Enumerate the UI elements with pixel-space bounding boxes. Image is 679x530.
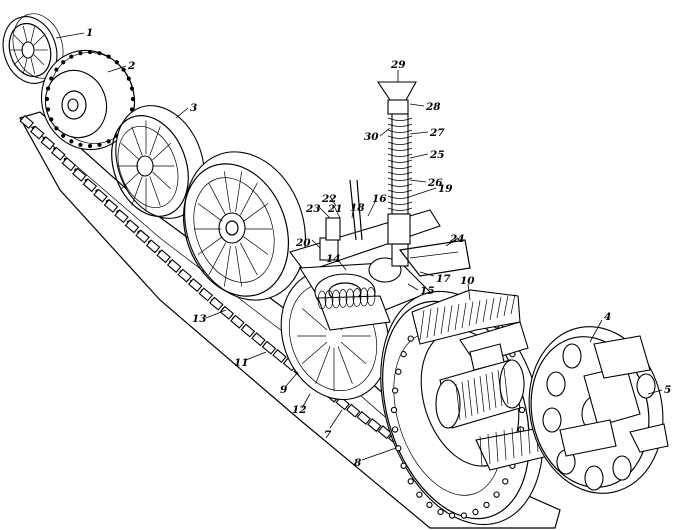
callout-4: 4 bbox=[604, 311, 611, 323]
hub-assembly bbox=[435, 343, 525, 429]
callout-25: 25 bbox=[429, 149, 445, 161]
shock-absorber bbox=[376, 81, 417, 267]
callout-16: 16 bbox=[372, 193, 387, 205]
callout-11: 11 bbox=[234, 357, 249, 369]
callout-28: 28 bbox=[425, 101, 441, 113]
callout-24: 24 bbox=[449, 233, 465, 245]
wheel-4 bbox=[182, 151, 306, 301]
mount-bracket bbox=[398, 239, 471, 277]
callout-15: 15 bbox=[420, 285, 435, 297]
callout-26: 26 bbox=[427, 177, 443, 189]
callout-7: 7 bbox=[324, 429, 332, 441]
callout-22: 22 bbox=[321, 193, 337, 205]
wheel-3 bbox=[111, 105, 205, 219]
callout-3: 3 bbox=[190, 102, 197, 114]
callout-27: 27 bbox=[429, 127, 445, 139]
callout-12: 12 bbox=[292, 404, 307, 416]
callout-5: 5 bbox=[664, 384, 671, 396]
callout-19: 19 bbox=[438, 183, 453, 195]
callout-8: 8 bbox=[354, 457, 362, 469]
callout-23: 23 bbox=[305, 203, 321, 215]
callout-13: 13 bbox=[192, 313, 207, 325]
callout-17: 17 bbox=[436, 273, 451, 285]
callouts: 1 2 3 4 5 7 8 9 10 11 12 13 14 15 16 17 … bbox=[86, 27, 671, 469]
leader-lines bbox=[55, 32, 663, 461]
callout-29: 29 bbox=[390, 59, 406, 71]
callout-10: 10 bbox=[460, 275, 475, 287]
sprocket-cover bbox=[528, 326, 669, 494]
callout-21: 21 bbox=[327, 203, 343, 215]
wheel-2 bbox=[40, 49, 136, 151]
callout-18: 18 bbox=[350, 202, 365, 214]
callout-9: 9 bbox=[280, 384, 288, 396]
callout-30: 30 bbox=[364, 131, 379, 143]
callout-14: 14 bbox=[326, 253, 341, 265]
callout-2: 2 bbox=[127, 60, 135, 72]
callout-1: 1 bbox=[86, 27, 93, 39]
wheel-1 bbox=[2, 13, 64, 84]
callout-20: 20 bbox=[295, 237, 311, 249]
